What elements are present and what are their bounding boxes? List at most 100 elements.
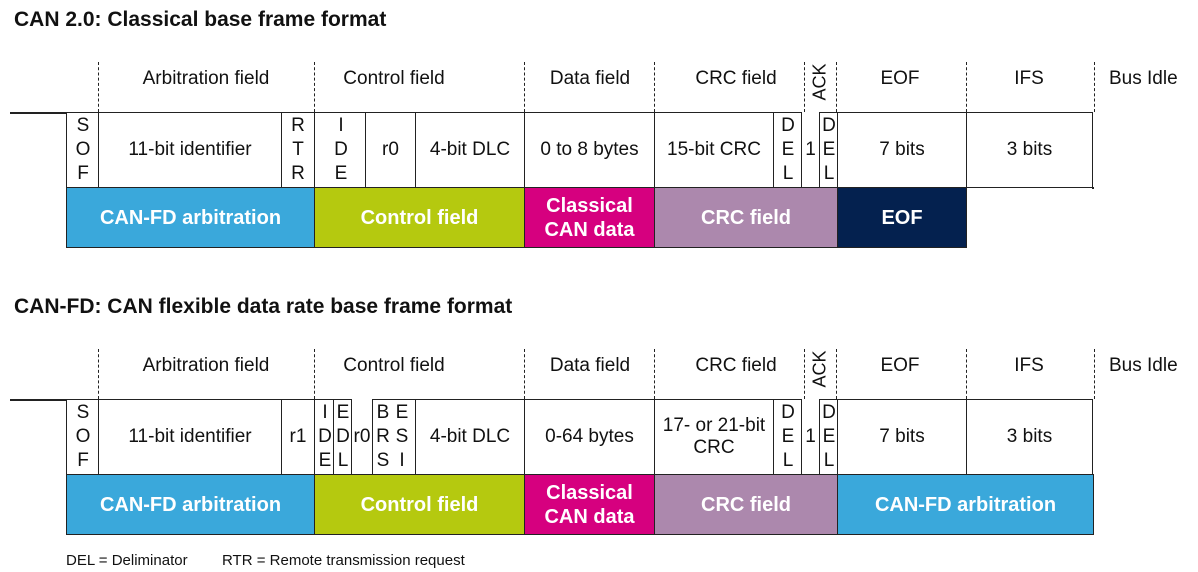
ide-letter: D bbox=[334, 139, 348, 160]
sof-letter: S bbox=[76, 115, 90, 136]
del-letter: D bbox=[781, 115, 795, 136]
edl-cell: E D L bbox=[333, 399, 352, 475]
footnote-rtr: RTR = Remote transmission request bbox=[222, 552, 465, 569]
r1-cell: r1 bbox=[281, 399, 315, 475]
ifs-text: 3 bits bbox=[1006, 139, 1053, 160]
header-data: Data field bbox=[549, 355, 631, 376]
header-bus-idle: Bus Idle bbox=[1109, 68, 1178, 89]
separator bbox=[804, 62, 805, 112]
header-bus-idle: Bus Idle bbox=[1109, 355, 1178, 376]
band-can-fd-arbitration: CAN-FD arbitration bbox=[66, 187, 315, 248]
sof-cell: S O F bbox=[66, 112, 99, 188]
separator bbox=[654, 349, 655, 399]
ide-letter: E bbox=[334, 163, 348, 184]
ifs-text: 3 bits bbox=[1006, 426, 1053, 447]
band-eof: EOF bbox=[837, 187, 967, 248]
edl-letter: D bbox=[336, 426, 350, 447]
band-label: Control field bbox=[360, 493, 479, 516]
sof-letter: O bbox=[75, 139, 91, 160]
ide-letter: I bbox=[322, 402, 328, 423]
separator bbox=[804, 349, 805, 399]
separator bbox=[966, 349, 967, 399]
dlc-text: 4-bit DLC bbox=[429, 139, 511, 160]
del-letter: E bbox=[781, 139, 795, 160]
bus-idle-line bbox=[10, 112, 67, 114]
del-letter: D bbox=[781, 402, 795, 423]
separator bbox=[314, 349, 315, 399]
crc-text: 17- or 21-bit CRC bbox=[662, 415, 766, 458]
header-data: Data field bbox=[549, 68, 631, 89]
brs-letter: S bbox=[376, 450, 390, 471]
brs-cell: B R S bbox=[372, 399, 392, 475]
header-arbitration: Arbitration field bbox=[142, 355, 270, 376]
header-eof: EOF bbox=[880, 68, 920, 89]
crc-cell: 15-bit CRC bbox=[654, 112, 774, 188]
data-cell: 0 to 8 bytes bbox=[524, 112, 655, 188]
separator bbox=[1094, 349, 1095, 399]
data-cell: 0-64 bytes bbox=[524, 399, 655, 475]
header-ifs: IFS bbox=[1014, 355, 1044, 376]
band-label: EOF bbox=[881, 206, 923, 229]
separator bbox=[98, 62, 99, 112]
dlc-text: 4-bit DLC bbox=[429, 426, 511, 447]
r0-cell: r0 bbox=[351, 399, 373, 475]
header-control: Control field bbox=[343, 68, 445, 89]
ide-letter: I bbox=[338, 115, 344, 136]
identifier-cell: 11-bit identifier bbox=[98, 399, 282, 475]
separator bbox=[524, 349, 525, 399]
eof-cell: 7 bits bbox=[837, 112, 967, 188]
crc-del-cell: D E L bbox=[773, 399, 802, 475]
esi-letter: I bbox=[399, 450, 405, 471]
band-crc-field: CRC field bbox=[654, 187, 838, 248]
data-text: 0-64 bytes bbox=[545, 426, 634, 447]
band-classical-can-data: Classical CAN data bbox=[524, 474, 655, 535]
band-label: CAN-FD arbitration bbox=[874, 493, 1057, 516]
r0-cell: r0 bbox=[365, 112, 416, 188]
footnote-del: DEL = Deliminator bbox=[66, 552, 188, 569]
header-control: Control field bbox=[343, 355, 445, 376]
crc-cell: 17- or 21-bit CRC bbox=[654, 399, 774, 475]
del-letter: L bbox=[823, 163, 835, 184]
identifier-cell: 11-bit identifier bbox=[98, 112, 282, 188]
band-crc-field: CRC field bbox=[654, 474, 838, 535]
rtr-letter: T bbox=[292, 139, 304, 160]
header-crc: CRC field bbox=[695, 68, 777, 89]
esi-letter: S bbox=[395, 426, 409, 447]
ack-slot-cell: 1 bbox=[801, 112, 820, 188]
header-ack: ACK bbox=[809, 350, 830, 388]
band-control-field: Control field bbox=[314, 187, 525, 248]
ack-slot-text: 1 bbox=[805, 426, 816, 447]
sof-letter: F bbox=[77, 450, 89, 471]
sof-letter: S bbox=[76, 402, 90, 423]
separator bbox=[524, 62, 525, 112]
separator bbox=[1094, 62, 1095, 112]
ide-cell: I D E bbox=[314, 399, 334, 475]
ack-del-cell: D E L bbox=[819, 112, 838, 188]
r0-text: r0 bbox=[382, 139, 399, 160]
eof-text: 7 bits bbox=[879, 139, 925, 160]
header-ack: ACK bbox=[809, 63, 830, 101]
sof-cell: S O F bbox=[66, 399, 99, 475]
del-letter: D bbox=[822, 115, 836, 136]
canfd-title: CAN-FD: CAN flexible data rate base fram… bbox=[14, 295, 513, 318]
r1-text: r1 bbox=[289, 426, 307, 447]
sof-letter: F bbox=[77, 163, 89, 184]
bus-idle-line bbox=[10, 399, 67, 401]
band-label: Control field bbox=[360, 206, 479, 229]
brs-letter: B bbox=[376, 402, 390, 423]
separator bbox=[98, 349, 99, 399]
header-crc: CRC field bbox=[695, 355, 777, 376]
del-letter: L bbox=[782, 163, 794, 184]
rtr-cell: R T R bbox=[281, 112, 315, 188]
bus-idle-line bbox=[1092, 187, 1094, 189]
ide-letter: E bbox=[318, 450, 332, 471]
ifs-cell: 3 bits bbox=[966, 112, 1093, 188]
del-letter: L bbox=[823, 450, 835, 471]
identifier-text: 11-bit identifier bbox=[128, 426, 252, 447]
band-label: CAN-FD arbitration bbox=[99, 206, 282, 229]
crc-del-cell: D E L bbox=[773, 112, 802, 188]
del-letter: E bbox=[781, 426, 795, 447]
del-letter: E bbox=[822, 426, 836, 447]
rtr-letter: R bbox=[291, 115, 305, 136]
esi-cell: E S I bbox=[391, 399, 416, 475]
